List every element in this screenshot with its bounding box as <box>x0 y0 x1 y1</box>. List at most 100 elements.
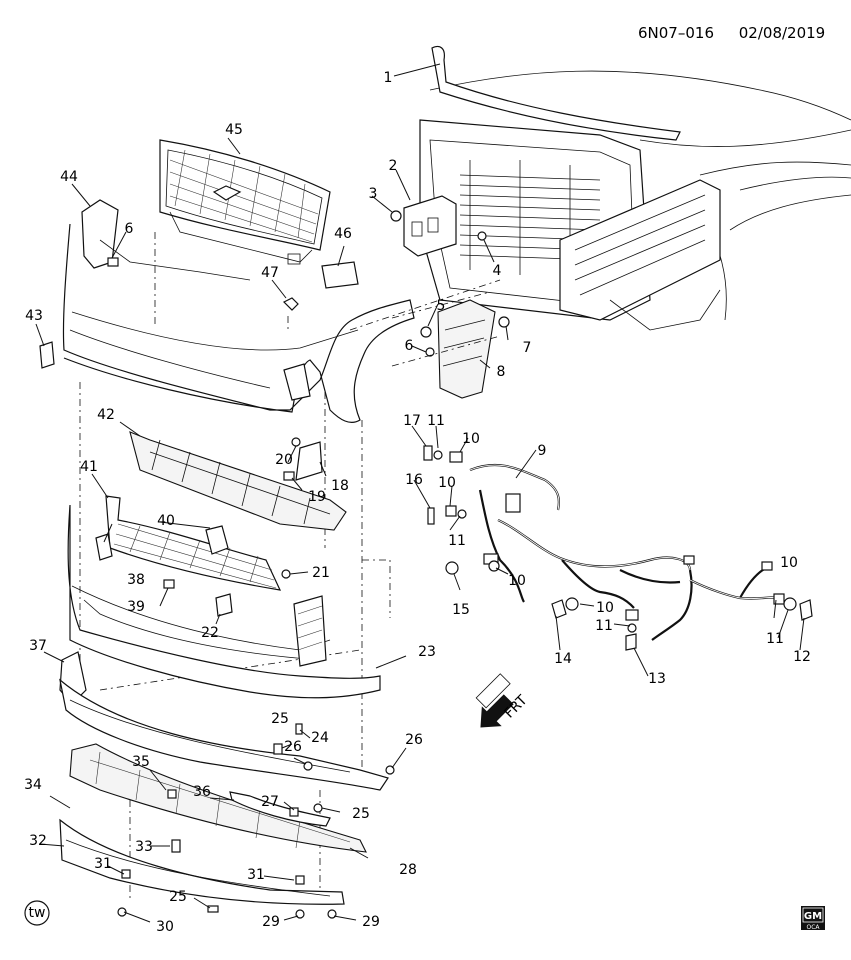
grille-trim-40 <box>205 525 229 555</box>
callout-10-right: 10 <box>596 600 614 616</box>
callout-12: 12 <box>793 649 811 665</box>
callout-40: 40 <box>157 513 175 529</box>
callout-29-right: 29 <box>362 914 380 930</box>
clip-25-mid <box>313 803 323 813</box>
bracket-18 <box>295 441 323 481</box>
callout-11-mid: 11 <box>448 533 466 549</box>
screw-30 <box>117 907 127 917</box>
callout-42: 42 <box>97 407 115 423</box>
callout-30: 30 <box>156 919 174 935</box>
svg-text:OCA: OCA <box>806 924 820 931</box>
callout-10-far: 10 <box>780 555 798 571</box>
callout-44: 44 <box>60 169 78 185</box>
callout-11-right: 11 <box>595 618 613 634</box>
callout-22: 22 <box>201 625 219 641</box>
callout-10-lower: 10 <box>508 573 526 589</box>
callout-35: 35 <box>132 754 150 770</box>
svg-text:GM: GM <box>804 911 822 922</box>
tw-badge-label: tw <box>29 905 46 921</box>
diagram-code: 6N07–016 <box>638 24 714 42</box>
callout-8: 8 <box>497 364 506 380</box>
callout-18: 18 <box>331 478 349 494</box>
callout-25-upper: 25 <box>271 711 289 727</box>
grommet-11-top <box>433 450 443 460</box>
connector-10-top <box>449 451 463 463</box>
callout-3: 3 <box>369 186 378 202</box>
callout-31-left: 31 <box>94 856 112 872</box>
nut-7 <box>498 316 510 328</box>
callout-41: 41 <box>80 459 98 475</box>
clip-27 <box>289 807 299 817</box>
upper-energy-absorber <box>129 431 347 531</box>
gm-logo: GM OCA <box>801 906 825 931</box>
callout-29-left: 29 <box>262 914 280 930</box>
clip-6-left <box>107 257 119 267</box>
callout-16: 16 <box>405 472 423 488</box>
callout-20: 20 <box>275 452 293 468</box>
callout-2: 2 <box>389 158 398 174</box>
front-bumper-fascia <box>62 223 415 423</box>
sensor-14-ring <box>565 597 579 611</box>
callout-31-right: 31 <box>247 867 265 883</box>
sensor-15 <box>445 561 459 575</box>
callout-26-right: 26 <box>405 732 423 748</box>
clip-31-left <box>121 869 131 879</box>
radar-sensor <box>321 261 359 289</box>
screw-21 <box>281 569 291 579</box>
callout-28: 28 <box>399 862 417 878</box>
clip-39 <box>163 579 175 589</box>
clip-35 <box>167 789 177 799</box>
callout-34: 34 <box>24 777 42 793</box>
callout-11-top: 11 <box>427 413 445 429</box>
connector-10-far <box>773 593 785 605</box>
clip-17 <box>423 445 433 461</box>
bracket-13 <box>625 633 637 651</box>
callout-32: 32 <box>29 833 47 849</box>
front-direction-arrow <box>475 673 514 728</box>
callout-26-center: 26 <box>284 739 302 755</box>
connector-10-right <box>625 609 639 621</box>
license-trim-plate <box>39 341 55 369</box>
callout-37: 37 <box>29 638 47 654</box>
callout-21: 21 <box>312 565 330 581</box>
module-bracket <box>403 195 457 257</box>
lower-grille-frame <box>105 495 282 591</box>
upper-grille <box>159 139 331 265</box>
nut-47 <box>282 297 299 311</box>
callout-24: 24 <box>311 730 329 746</box>
callout-17: 17 <box>403 413 421 429</box>
callout-numbers: 1 2 3 4 5 6 6 7 8 9 10 10 10 10 10 11 11… <box>24 70 811 935</box>
grommet-11-right <box>627 623 637 633</box>
callout-36: 36 <box>193 784 211 800</box>
callout-23: 23 <box>418 644 436 660</box>
bolt-3 <box>390 210 402 222</box>
lower-valance-36 <box>229 791 331 827</box>
clip-20 <box>291 437 301 447</box>
callout-39: 39 <box>127 599 145 615</box>
connector-10-lower <box>488 560 500 572</box>
lower-valance-32 <box>59 818 345 905</box>
clip-6-right <box>425 347 435 357</box>
clip-19 <box>283 471 295 481</box>
screw-24 <box>295 723 303 735</box>
trim-38 <box>95 533 113 561</box>
callout-5: 5 <box>437 298 446 314</box>
callout-33: 33 <box>135 839 153 855</box>
callout-19: 19 <box>308 489 326 505</box>
trim-22 <box>215 593 233 617</box>
screw-5 <box>420 326 432 338</box>
callout-4: 4 <box>493 263 502 279</box>
callout-38: 38 <box>127 572 145 588</box>
callout-46: 46 <box>334 226 352 242</box>
sensor-14 <box>551 599 567 619</box>
sensor-12 <box>799 599 813 621</box>
callout-10-mid: 10 <box>438 475 456 491</box>
callout-43: 43 <box>25 308 43 324</box>
clip-25-upper <box>273 743 283 755</box>
energy-absorber <box>437 299 496 399</box>
bumper-wiring-harness <box>469 463 777 641</box>
callout-9: 9 <box>538 443 547 459</box>
clip-33 <box>171 839 181 853</box>
callout-25-mid: 25 <box>352 806 370 822</box>
